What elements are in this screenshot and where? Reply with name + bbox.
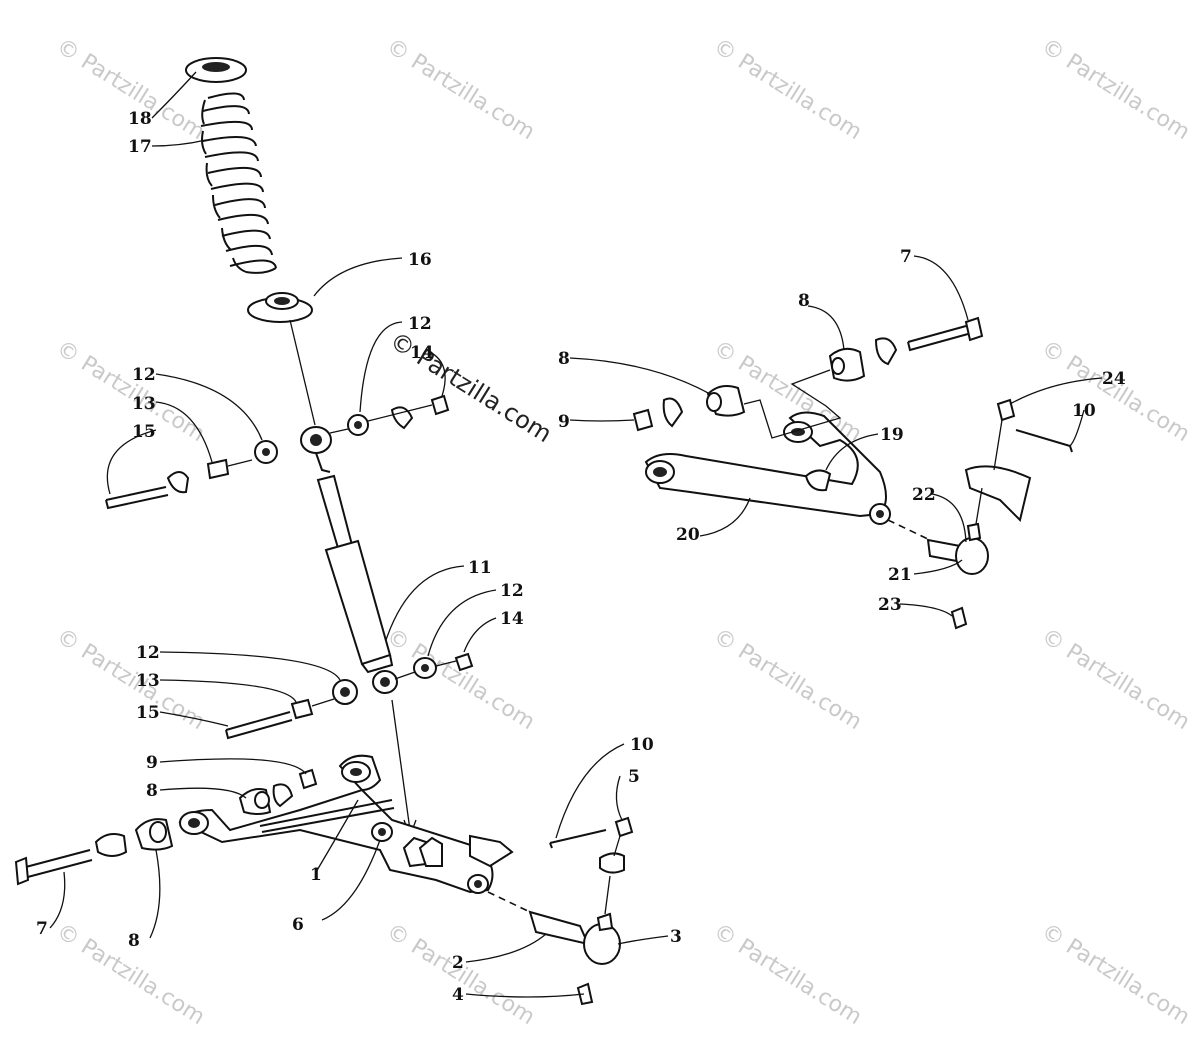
callout-14: 14 xyxy=(410,343,434,363)
callout-3: 3 xyxy=(670,927,682,947)
callout-15: 15 xyxy=(132,422,156,442)
parts-drawing xyxy=(14,57,1073,1006)
callout-8: 8 xyxy=(128,931,140,951)
callout-15: 15 xyxy=(136,703,160,723)
watermark: © Partzilla.com xyxy=(382,34,539,145)
lower-ball-joint xyxy=(487,816,634,1006)
callout-14: 14 xyxy=(500,609,524,629)
callout-17: 17 xyxy=(128,137,152,157)
upper-a-arm xyxy=(644,411,891,525)
upper-arm-hardware xyxy=(632,316,984,439)
callout-1: 1 xyxy=(310,865,322,885)
callout-16: 16 xyxy=(408,250,432,270)
coil-spring xyxy=(200,92,277,274)
callout-leaders xyxy=(49,71,1103,998)
watermark: © Partzilla.com xyxy=(709,919,866,1030)
callout-10: 10 xyxy=(1072,401,1096,421)
lower-arm-hardware xyxy=(14,768,318,886)
callout-18: 18 xyxy=(128,109,152,129)
watermark: © Partzilla.com xyxy=(382,919,539,1030)
callout-10: 10 xyxy=(630,735,654,755)
watermark: © Partzilla.com xyxy=(52,336,209,447)
lower-shock-mount xyxy=(225,652,474,838)
callout-6: 6 xyxy=(292,915,304,935)
watermark-layer: © Partzilla.com © Partzilla.com © Partzi… xyxy=(52,34,1194,1030)
callout-8: 8 xyxy=(146,781,158,801)
callout-23: 23 xyxy=(878,595,902,615)
callout-9: 9 xyxy=(558,412,570,432)
callout-11: 11 xyxy=(468,558,492,578)
callout-9: 9 xyxy=(146,753,158,773)
watermark: © Partzilla.com xyxy=(1037,336,1194,447)
callout-7: 7 xyxy=(900,247,912,267)
callout-labels: 18 17 16 12 14 12 13 15 11 12 14 12 13 1… xyxy=(36,109,1126,1005)
callout-24: 24 xyxy=(1102,369,1126,389)
callout-13: 13 xyxy=(136,671,160,691)
callout-20: 20 xyxy=(676,525,700,545)
callout-8: 8 xyxy=(558,349,570,369)
lower-a-arm xyxy=(178,754,514,894)
callout-12: 12 xyxy=(500,581,524,601)
spring-cap xyxy=(185,57,247,83)
shock-absorber xyxy=(316,474,394,674)
callout-12: 12 xyxy=(136,643,160,663)
callout-12: 12 xyxy=(408,314,432,334)
spring-seat xyxy=(247,292,313,323)
watermark: © Partzilla.com xyxy=(1037,624,1194,735)
callout-12: 12 xyxy=(132,365,156,385)
watermark: © Partzilla.com xyxy=(382,624,539,735)
callout-4: 4 xyxy=(452,985,464,1005)
callout-7: 7 xyxy=(36,919,48,939)
watermark: © Partzilla.com xyxy=(1037,34,1194,145)
callout-2: 2 xyxy=(452,953,464,973)
watermark: © Partzilla.com xyxy=(709,624,866,735)
callout-5: 5 xyxy=(628,767,640,787)
callout-13: 13 xyxy=(132,394,156,414)
callout-22: 22 xyxy=(912,485,936,505)
shock-axis-line xyxy=(289,319,316,426)
watermark: © Partzilla.com xyxy=(709,34,866,145)
watermark: © Partzilla.com xyxy=(52,624,209,735)
callout-19: 19 xyxy=(880,425,904,445)
upper-shock-mount xyxy=(105,394,450,510)
callout-8: 8 xyxy=(798,291,810,311)
upper-ball-joint xyxy=(887,398,1073,630)
callout-21: 21 xyxy=(888,565,912,585)
watermark: © Partzilla.com xyxy=(1037,919,1194,1030)
